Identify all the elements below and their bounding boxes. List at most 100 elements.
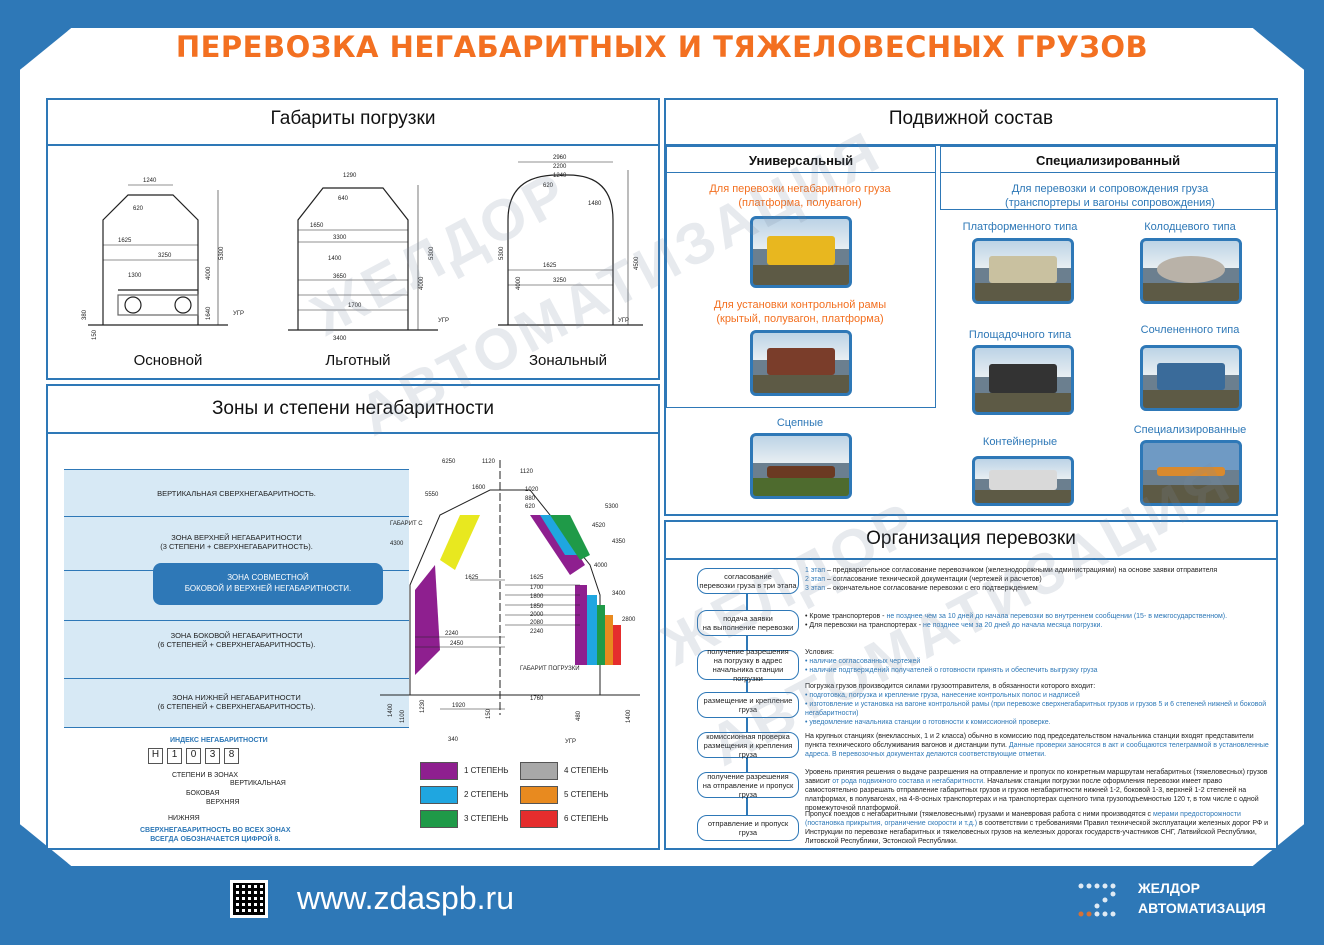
dim: 150 bbox=[92, 329, 98, 340]
txt: – окончательное согласование перевозки с… bbox=[825, 585, 1038, 592]
txt: наличие подтверждений получателей о гото… bbox=[809, 667, 1098, 674]
zone-vertical: ВЕРТИКАЛЬНАЯ СВЕРХНЕГАБАРИТНОСТЬ. bbox=[64, 469, 409, 516]
dim: 620 bbox=[133, 206, 144, 212]
txt: Кроме транспортеров - bbox=[809, 613, 887, 620]
dim: 620 bbox=[525, 504, 536, 510]
text-request: • Кроме транспортеров - не позднее чем з… bbox=[805, 613, 1228, 629]
dim: УГР bbox=[565, 739, 576, 745]
qr-code-icon[interactable] bbox=[230, 880, 268, 918]
step-loading-permit: получение разрешения на погрузку в адрес… bbox=[697, 647, 799, 683]
index-label: НИЖНЯЯ bbox=[168, 815, 200, 822]
legend-label: 2 СТЕПЕНЬ bbox=[464, 790, 509, 799]
dim: 640 bbox=[338, 196, 349, 202]
special-type-well: Колодцевого типа bbox=[1144, 221, 1236, 233]
dim: 5550 bbox=[425, 492, 439, 498]
divider bbox=[666, 144, 1276, 146]
photo-specialized bbox=[1140, 440, 1242, 506]
dim: 1700 bbox=[530, 585, 544, 591]
index-label: БОКОВАЯ bbox=[186, 790, 220, 797]
legend-label: 3 СТЕПЕНЬ bbox=[464, 814, 509, 823]
step-inspection: комиссионная проверка размещения и крепл… bbox=[697, 731, 799, 759]
dim: 1800 bbox=[530, 594, 544, 600]
step-label: комиссионная проверка размещения и крепл… bbox=[703, 731, 793, 759]
step-label: подача заявки на выполнение перевозки bbox=[702, 614, 794, 632]
dim: 1400 bbox=[328, 256, 342, 262]
dim: 4300 bbox=[390, 541, 404, 547]
zone-side: ЗОНА БОКОВОЙ НЕГАБАРИТНОСТИ (6 СТЕПЕНЕЙ … bbox=[64, 620, 409, 678]
website-link[interactable]: www.zdaspb.ru bbox=[297, 880, 514, 916]
dim: 1850 bbox=[530, 604, 544, 610]
txt: Погрузка грузов производится силами груз… bbox=[805, 683, 1096, 690]
dim: 5300 bbox=[429, 246, 435, 260]
special-type-platform: Платформенного типа bbox=[962, 221, 1078, 233]
photo-articulated bbox=[1140, 345, 1242, 411]
zony-heading: Зоны и степени негабаритности bbox=[211, 398, 495, 419]
txt: наличие согласованных чертежей bbox=[809, 658, 921, 665]
gabarity-panel: Габариты погрузки 1240 620 1625 3250 130… bbox=[46, 98, 660, 380]
dim: 1240 bbox=[143, 178, 157, 184]
org-heading: Организация перевозки bbox=[866, 528, 1076, 549]
legend-label: 1 СТЕПЕНЬ bbox=[464, 766, 509, 775]
divider bbox=[48, 432, 658, 434]
dim: УГР bbox=[438, 318, 449, 324]
dim: 1480 bbox=[588, 201, 602, 207]
dim: 2240 bbox=[530, 629, 544, 635]
zone-label: ВЕРТИКАЛЬНАЯ СВЕРХНЕГАБАРИТНОСТЬ. bbox=[157, 489, 316, 498]
dim: 1230 bbox=[420, 699, 426, 713]
universal-coupled-label: Сцепные bbox=[776, 417, 824, 429]
dim: 5300 bbox=[219, 246, 225, 260]
legend-swatch bbox=[520, 786, 558, 804]
legend-label: 6 СТЕПЕНЬ bbox=[564, 814, 609, 823]
text-loading: Погрузка грузов производится силами груз… bbox=[805, 682, 1275, 727]
zone-label: ЗОНА БОКОВОЙ НЕГАБАРИТНОСТИ (6 СТЕПЕНЕЙ … bbox=[157, 631, 316, 649]
photo-container bbox=[972, 456, 1074, 506]
type-main-label: Основной bbox=[133, 352, 203, 369]
txt: 3 этап bbox=[805, 585, 826, 592]
dim: 1700 bbox=[348, 303, 362, 309]
txt: Уровень принятия решения о выдаче разреш… bbox=[805, 769, 1268, 785]
dim: 1300 bbox=[128, 273, 142, 279]
text-permit: Уровень принятия решения о выдаче разреш… bbox=[805, 768, 1275, 813]
dim: 3650 bbox=[333, 274, 347, 280]
step-agreement: согласование перевозки груза в три этапа bbox=[697, 568, 799, 594]
gabarity-heading: Габариты погрузки bbox=[270, 108, 436, 129]
universal-desc-1: Для перевозки негабаритного груза (платф… bbox=[709, 183, 891, 209]
dim: 3400 bbox=[333, 336, 347, 342]
dim: 5300 bbox=[499, 246, 505, 260]
txt: изготовление и установка на вагоне контр… bbox=[805, 701, 1267, 717]
index-label: ВЕРХНЯЯ bbox=[206, 799, 240, 806]
legend-label: 5 СТЕПЕНЬ bbox=[564, 790, 609, 799]
dim: 3300 bbox=[333, 235, 347, 241]
step-dispatch-permit: получение разрешения на отправление и пр… bbox=[697, 772, 799, 799]
txt: На крупных станциях (внеклассных, 1 и 2 … bbox=[805, 733, 1254, 749]
divider bbox=[666, 558, 1276, 560]
dim: 4000 bbox=[594, 563, 608, 569]
step-dispatch: отправление и пропуск груза bbox=[697, 815, 799, 841]
index-label: СТЕПЕНИ В ЗОНАХ bbox=[172, 772, 239, 779]
index-char: 0 bbox=[186, 748, 201, 764]
txt: не позднее чем за 20 дней до начала меся… bbox=[923, 622, 1103, 629]
dim: 4520 bbox=[592, 523, 606, 529]
photo-platform-cargo bbox=[750, 216, 852, 288]
dim: 3400 bbox=[612, 591, 626, 597]
step-label: размещение и крепление груза bbox=[703, 696, 793, 714]
index-char: 3 bbox=[205, 748, 220, 764]
dim: 1625 bbox=[118, 238, 132, 244]
zone-combined: ЗОНА СОВМЕСТНОЙ БОКОВОЙ И ВЕРХНЕЙ НЕГАБА… bbox=[153, 563, 383, 605]
gabarity-drawings: 1240 620 1625 3250 1300 4000 5300 380 15… bbox=[82, 155, 643, 342]
legend-swatch bbox=[520, 762, 558, 780]
dim: 2080 bbox=[530, 620, 544, 626]
zone-label: ЗОНА ВЕРХНЕЙ НЕГАБАРИТНОСТИ (3 СТЕПЕНИ +… bbox=[160, 533, 313, 551]
page-title: ПЕРЕВОЗКА НЕГАБАРИТНЫХ И ТЯЖЕЛОВЕСНЫХ ГР… bbox=[175, 30, 1149, 64]
photo-deck-type bbox=[972, 345, 1074, 415]
index-char: 1 bbox=[167, 748, 182, 764]
dim: 1920 bbox=[452, 703, 466, 709]
index-label: ВЕРТИКАЛЬНАЯ bbox=[230, 780, 286, 787]
special-box bbox=[940, 146, 1276, 210]
text-stages: 1 этап – предварительное согласование пе… bbox=[805, 566, 1275, 593]
txt: Начальник станции погрузки после оформле… bbox=[805, 778, 1259, 812]
txt: Пропуск поездов с негабаритными (тяжелов… bbox=[805, 811, 1154, 818]
dim: 6250 bbox=[442, 459, 456, 465]
zones-diagram: 6250 1120 1120 1600 5550 1020 880 620 53… bbox=[380, 459, 640, 745]
special-type-specialized: Специализированные bbox=[1133, 424, 1247, 436]
